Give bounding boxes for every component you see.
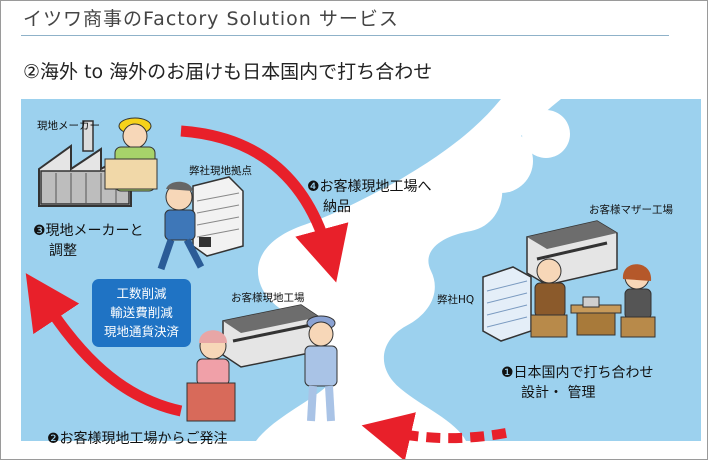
customer-local-factory-icon	[222, 304, 320, 368]
ordering-staff-icon	[186, 330, 236, 422]
hq-building-icon	[482, 266, 532, 342]
step1-label-line2: 設計・ 管理	[521, 385, 596, 401]
island-blob	[469, 129, 533, 193]
local-staff-icon	[157, 181, 211, 271]
arrow-step2	[25, 273, 183, 417]
arrow-step4	[180, 125, 349, 283]
label-our-hq: 弊社HQ	[437, 294, 475, 306]
step3-label-line2: 調整	[49, 243, 77, 259]
title-divider	[21, 35, 669, 36]
step3-label-line1: ❸現地メーカーと	[33, 223, 144, 239]
page-subtitle: ②海外 to 海外のお届けも日本国内で打ち合わせ	[23, 61, 433, 83]
local-maker-worker-icon	[104, 117, 158, 192]
step4-label-line2: 納品	[323, 199, 351, 215]
benefits-badge: 工数削減 輸送費削減 現地通貨決済	[92, 279, 191, 347]
label-our-local-base: 弊社現地拠点	[189, 165, 252, 177]
island-blob	[522, 110, 570, 158]
step1-label-line1: ❶日本国内で打ち合わせ	[501, 365, 654, 381]
meeting-man-icon	[530, 258, 568, 338]
label-customer-mother-factory: お客様マザー工場	[589, 204, 673, 216]
step4-label-line1: ❹お客様現地工場へ	[307, 179, 432, 195]
benefit-item: 工数削減	[116, 286, 167, 301]
label-customer-local-factory: お客様現地工場	[231, 292, 305, 304]
label-local-maker: 現地メーカー	[37, 120, 100, 132]
meeting-table-icon	[570, 296, 622, 336]
benefit-item: 現地通貨決済	[103, 324, 179, 339]
customer-worker-icon	[304, 315, 338, 422]
meeting-woman-icon	[620, 264, 656, 338]
page-title: イツワ商事のFactory Solution サービス	[23, 8, 399, 30]
benefit-item: 輸送費削減	[110, 305, 173, 320]
step2-label: ❷お客様現地工場からご発注	[47, 431, 228, 447]
